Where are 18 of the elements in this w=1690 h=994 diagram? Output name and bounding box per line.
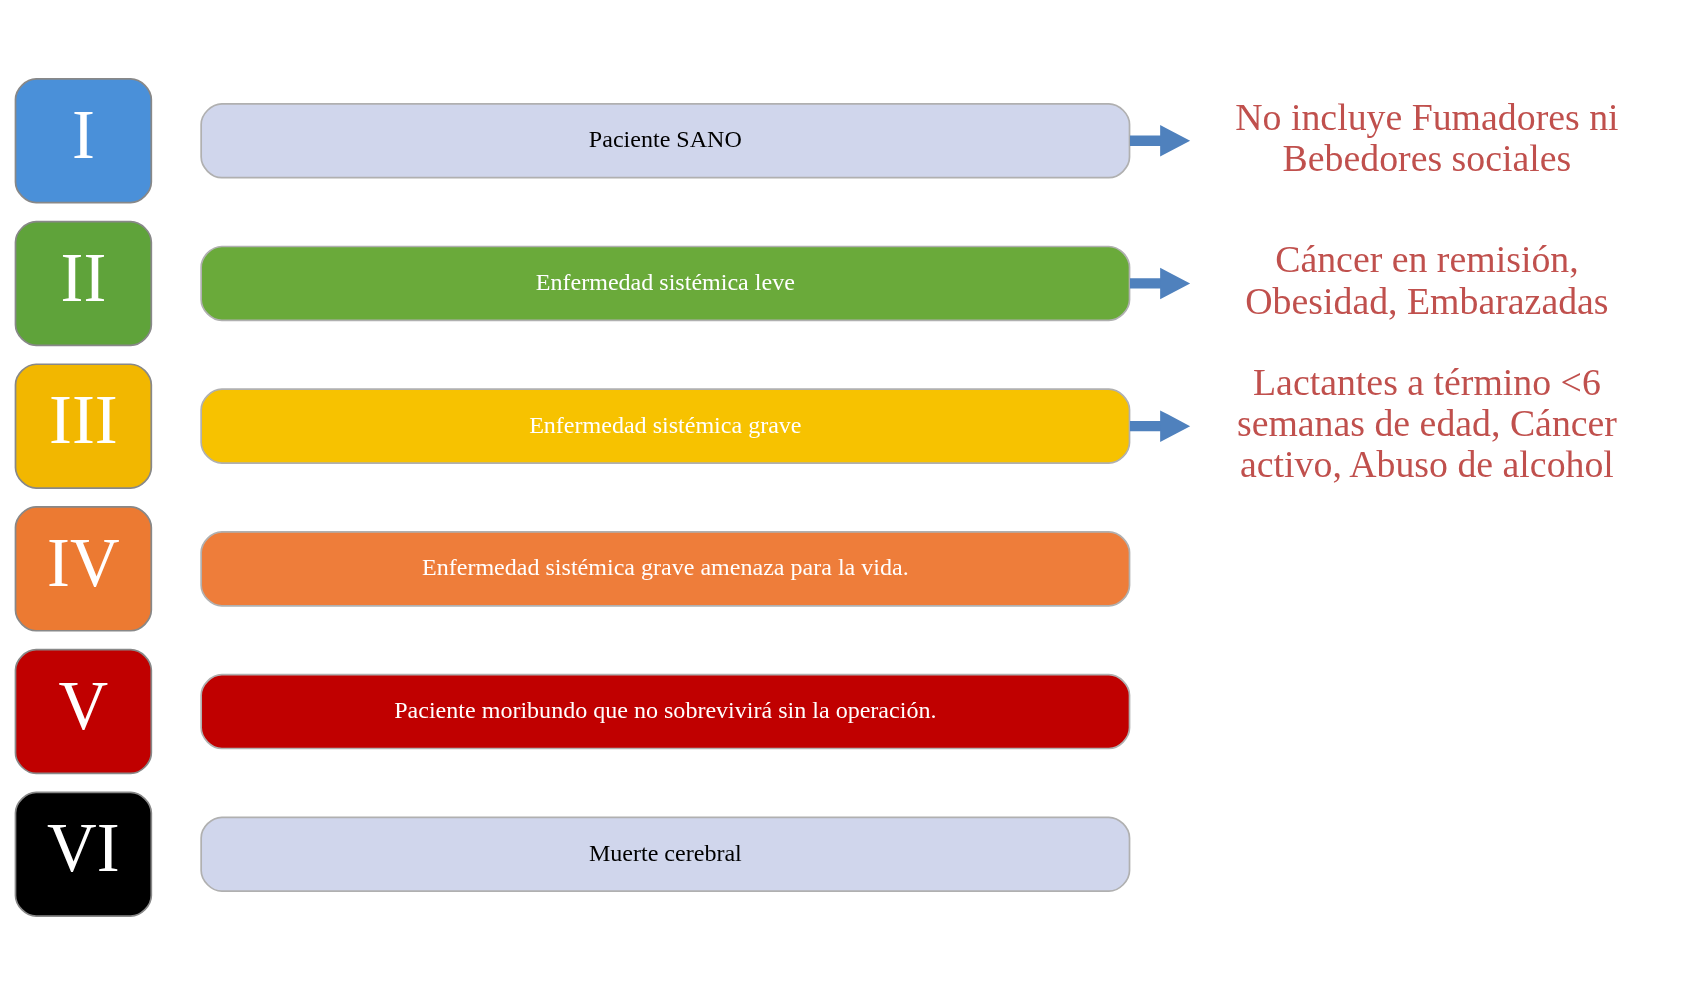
node-box: I xyxy=(14,77,153,203)
node-box: Paciente moribundo que no sobrevivirá sin la operación. xyxy=(200,673,1131,749)
arrow xyxy=(1129,409,1191,442)
arrow xyxy=(1129,267,1191,299)
node-text: Lactantes a término <6 semanas de edad, Cáncer activo, Abuso de alcohol xyxy=(1236,360,1617,485)
node-text: No incluye Fumadores ni Bebedores sociales xyxy=(1235,95,1619,179)
node-box: Enfermedad sistémica grave amenaza para la vida. xyxy=(200,530,1131,607)
arrow xyxy=(1129,124,1191,157)
node-box: Enfermedad sistémica leve xyxy=(200,245,1131,321)
node-box: IV xyxy=(14,505,153,632)
node-text: Cáncer en remisión, Obesidad, Embarazadas xyxy=(1245,237,1609,322)
node-box: VI xyxy=(14,791,153,917)
node-box: Paciente SANO xyxy=(200,102,1131,179)
node-box: V xyxy=(14,648,153,774)
node-box: Muerte cerebral xyxy=(200,815,1131,892)
node-box: Enfermedad sistémica grave xyxy=(200,387,1131,464)
node-box: III xyxy=(14,362,153,489)
node-box: II xyxy=(14,220,153,346)
